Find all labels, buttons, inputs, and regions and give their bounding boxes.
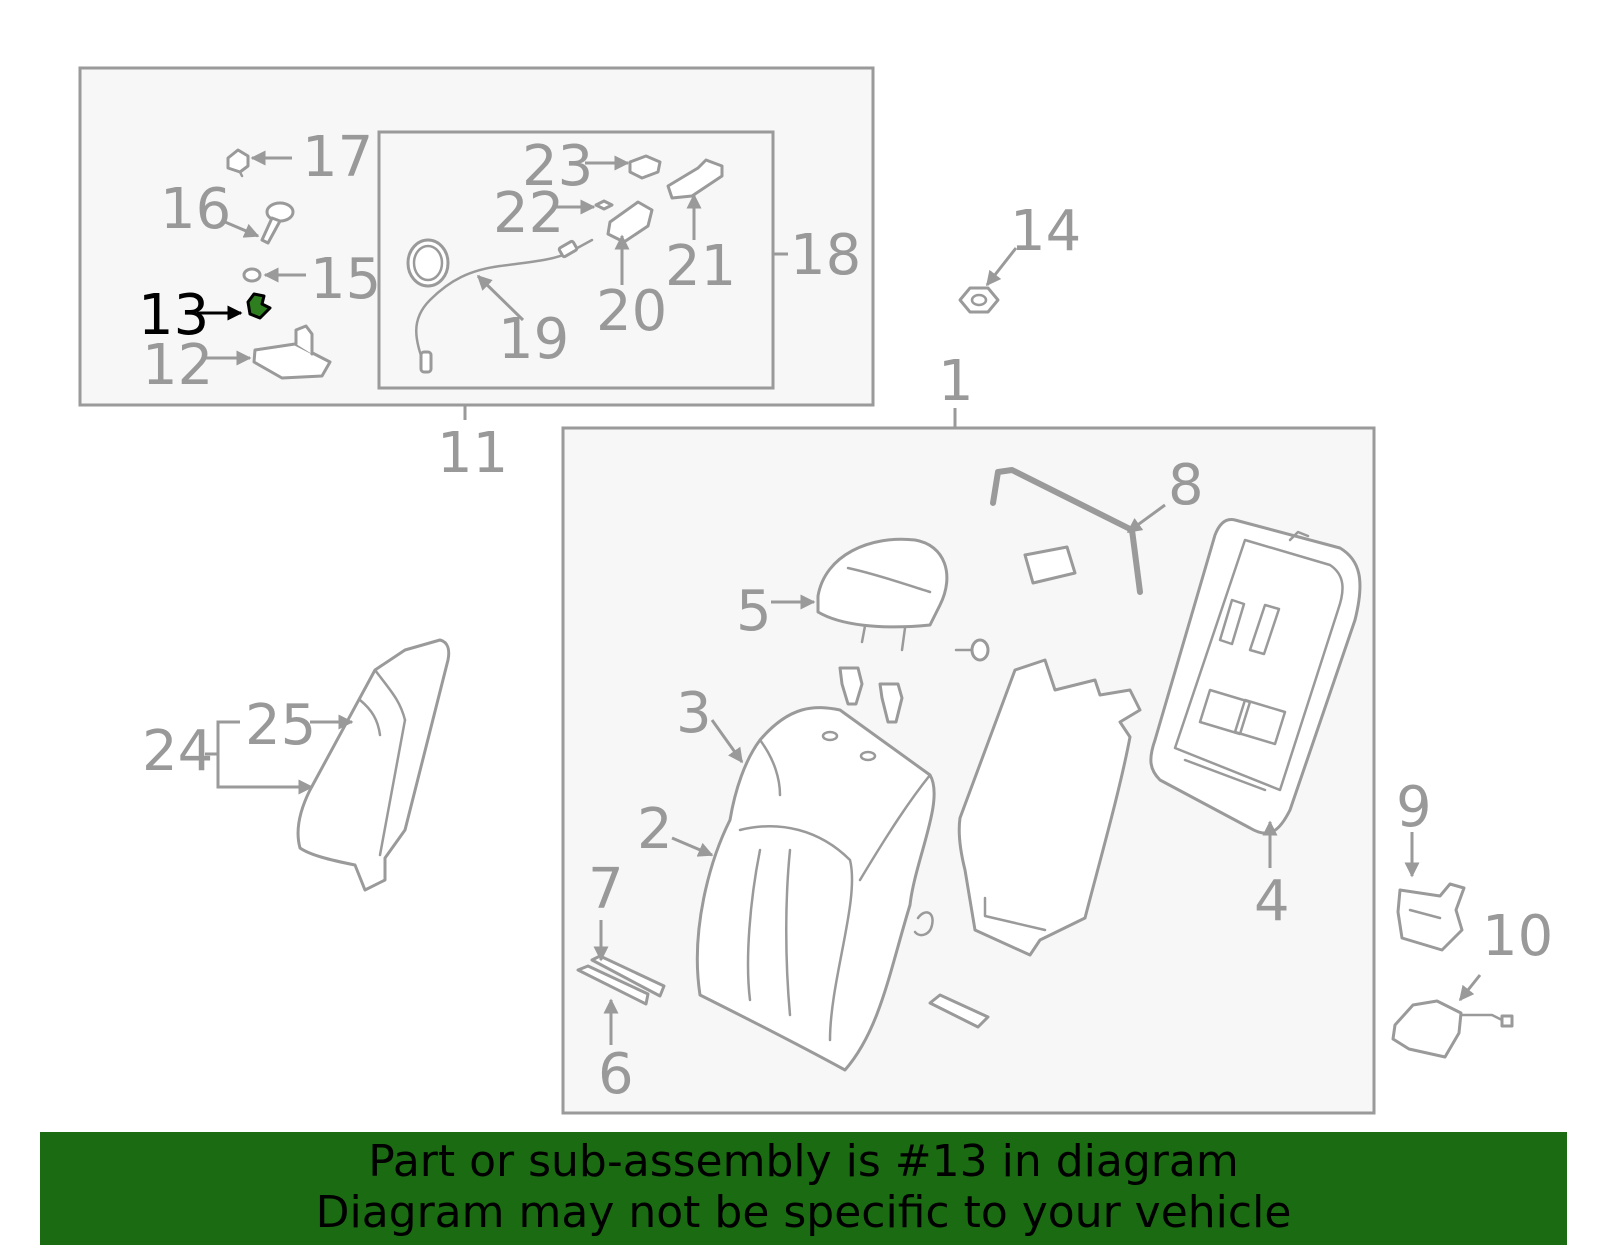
callout-16[interactable]: 16 [160,177,231,242]
headrest-guide-left[interactable] [838,666,864,706]
part-20-housing[interactable] [606,200,654,244]
callout-23[interactable]: 23 [522,134,593,199]
part-17-bolt[interactable] [226,148,250,178]
callout-1[interactable]: 1 [938,349,974,414]
headrest-guide-right[interactable] [878,682,904,724]
callout-24[interactable]: 24 [142,719,213,784]
callout-4[interactable]: 4 [1254,869,1290,934]
callout-7[interactable]: 7 [588,857,624,922]
callout-9[interactable]: 9 [1396,775,1432,840]
seatback-pad[interactable] [957,658,1142,957]
info-banner: Part or sub-assembly is #13 in diagram D… [40,1132,1567,1245]
part-5-headrest[interactable] [816,537,949,652]
callout-15[interactable]: 15 [310,247,381,312]
part-23-cap[interactable] [628,154,662,180]
callout-6[interactable]: 6 [598,1042,634,1107]
part-24-side-trim[interactable] [296,638,451,892]
callout-14[interactable]: 14 [1010,199,1081,264]
callout-10[interactable]: 10 [1482,904,1553,969]
foam-block[interactable] [928,993,990,1029]
callout-12[interactable]: 12 [142,333,213,398]
part-22-pin[interactable] [594,199,614,211]
callout-20[interactable]: 20 [596,279,667,344]
part-8-wire[interactable] [990,467,1143,595]
banner-line-1: Part or sub-assembly is #13 in diagram [368,1136,1239,1187]
part-16-screw[interactable] [260,201,295,245]
part-6-trim-strip[interactable] [576,954,666,1006]
part-14-nut[interactable] [958,286,1000,314]
callout-17[interactable]: 17 [302,125,373,190]
part-15-washer[interactable] [242,267,262,283]
callout-5[interactable]: 5 [736,579,772,644]
callout-13[interactable]: 13 [138,283,209,348]
part-2-seatback-cover[interactable] [695,706,936,1072]
push-pin[interactable] [954,638,990,662]
callout-19[interactable]: 19 [498,307,569,372]
part-4-seatback-frame[interactable] [1149,518,1362,835]
hook-clip[interactable] [913,911,934,937]
banner-line-2: Diagram may not be specific to your vehi… [315,1187,1292,1238]
part-21-handle[interactable] [666,158,724,200]
part-10-latch[interactable] [1391,999,1514,1059]
callout-25[interactable]: 25 [245,693,316,758]
part-19-cable[interactable] [406,238,594,374]
callout-2[interactable]: 2 [637,797,673,862]
part-9-hinge[interactable] [1396,882,1466,952]
callout-22[interactable]: 22 [493,181,564,246]
part-13-clip-highlighted[interactable] [246,292,272,320]
part-12-bracket[interactable] [252,324,332,380]
callout-18[interactable]: 18 [790,223,861,288]
callout-11[interactable]: 11 [437,421,508,486]
parts-diagram: 17 16 15 13 12 19 23 22 20 21 [78,66,1553,1115]
callout-3[interactable]: 3 [676,681,712,746]
callout-8[interactable]: 8 [1168,453,1204,518]
callout-21[interactable]: 21 [665,234,736,299]
